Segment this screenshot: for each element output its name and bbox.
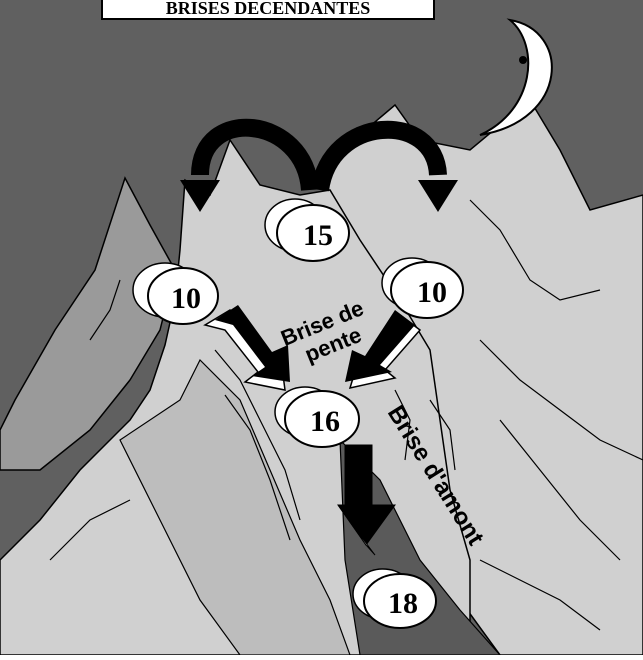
temp-top: 15: [303, 219, 333, 252]
title-box: BRISES DECENDANTES: [101, 0, 435, 20]
temp-bottom: 18: [388, 587, 418, 620]
page-title: BRISES DECENDANTES: [166, 0, 371, 19]
temp-left: 10: [171, 282, 201, 315]
temp-right: 10: [417, 276, 447, 309]
temp-center: 16: [310, 405, 340, 438]
